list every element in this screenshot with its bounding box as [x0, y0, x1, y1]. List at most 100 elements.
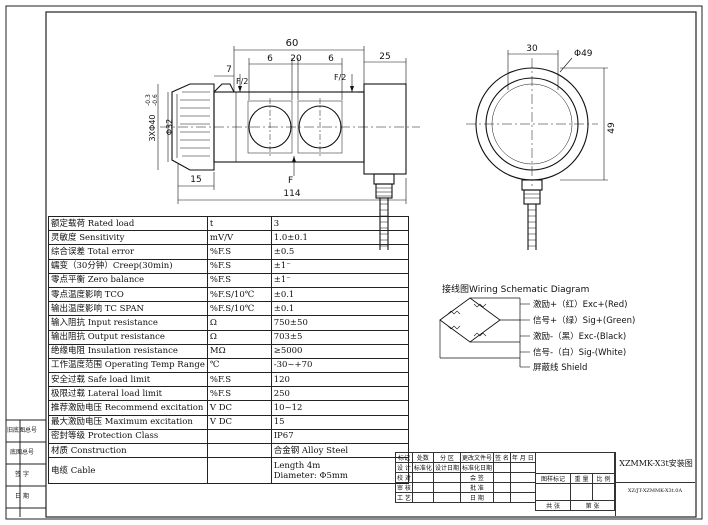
dim-6b: 6 — [328, 54, 334, 64]
spec-cable-length: Length 4m — [273, 460, 321, 471]
side-label-date: 日 期 — [15, 493, 29, 500]
spec-name: 绝缘电阻 Insulation resistance — [48, 343, 208, 359]
spec-name: 极限过载 Lateral load limit — [48, 386, 208, 402]
dim-tol-lower: -0.6 — [152, 94, 159, 106]
spec-name: 零点平衡 Zero balance — [48, 272, 208, 288]
title-block: 标记 处数 分 区 更改文件号 签 名 年 月 日 设 计 标准化 设计日期 标… — [395, 452, 695, 516]
spec-unit: V DC — [206, 414, 272, 430]
spec-value: 703±5 — [270, 329, 410, 345]
dim-dia49: Φ49 — [574, 49, 593, 59]
dim-dia40: 3XΦ40 — [148, 114, 157, 141]
spec-name: 材质 Construction — [48, 442, 208, 459]
spec-unit: V DC — [206, 400, 272, 416]
dim-7: 7 — [226, 65, 232, 75]
tb-design-date: 设计日期 — [432, 462, 461, 473]
spec-row: 工作温度范围 Operating Temp Range℃-30~+70 — [48, 357, 410, 374]
spec-unit: %F.S — [206, 244, 272, 260]
spec-row: 输出温度影响 TC SPAN%F.S/10℃±0.1 — [48, 301, 410, 317]
dim-49: 49 — [607, 122, 617, 134]
spec-unit: %F.S/10℃ — [206, 301, 272, 317]
spec-value: 250 — [270, 386, 410, 402]
spec-cable-diameter: Diameter: Φ5mm — [273, 470, 348, 481]
spec-name: 密封等级 Protection Class — [48, 428, 208, 445]
spec-value: ±1⁻ — [270, 258, 410, 274]
spec-row: 蠕变（30分钟）Creep(30min)%F.S±1⁻ — [48, 258, 410, 274]
spec-unit: Ω — [206, 329, 272, 345]
force-f2-left: F/2 — [236, 77, 248, 86]
tb-approve: 批 准 — [459, 482, 494, 493]
tb-change-doc: 更改文件号 — [459, 452, 494, 463]
spec-name: 最大激励电压 Maximum excitation — [48, 414, 208, 430]
wire-sig-plus: 信号+（绿）Sig+(Green) — [533, 315, 635, 326]
spec-value: -30~+70 — [270, 357, 410, 374]
spec-unit: %F.S/10℃ — [206, 286, 272, 303]
tb-review: 审 核 — [395, 482, 413, 493]
force-f2-right: F/2 — [334, 73, 346, 82]
front-view-drawing: 60 7 6 20 6 25 F/2 F/2 F 15 114 30 Φ49 4… — [145, 38, 617, 250]
wiring-schematic: 接线图Wiring Schematic Diagram 激励+（红）Exc+(R… — [439, 283, 635, 373]
dim-dia32: Φ32 — [165, 119, 174, 135]
spec-row: 密封等级 Protection Class IP67 — [48, 428, 410, 445]
spec-name: 工作温度范围 Operating Temp Range — [48, 357, 208, 374]
spec-cable-unit — [206, 457, 272, 485]
spec-row: 零点温度影响 TCO%F.S/10℃±0.1 — [48, 286, 410, 303]
spec-name: 蠕变（30分钟）Creep(30min) — [48, 258, 208, 274]
tb-zone: 分 区 — [432, 452, 461, 463]
side-label-drawing-no: 底图总号 — [9, 449, 34, 456]
wire-exc-minus: 激励-（黑）Exc-(Black) — [533, 331, 626, 342]
drawing-code: XZ/JT-XZMMK-X3t.0A — [627, 488, 683, 494]
dim-30: 30 — [526, 44, 538, 54]
side-label-old-drawing-no: 旧底图总号 — [6, 427, 37, 434]
spec-unit: %F.S — [206, 272, 272, 288]
tb-sign: 签 名 — [492, 452, 511, 463]
side-view-drawing — [466, 50, 608, 250]
dim-60: 60 — [286, 38, 299, 49]
spec-name: 零点温度影响 TCO — [48, 286, 208, 303]
spec-value: 合金钢 Alloy Steel — [270, 442, 410, 459]
spec-row: 材质 Construction 合金钢 Alloy Steel — [48, 442, 410, 459]
spec-unit: %F.S — [206, 386, 272, 402]
tb-standard: 标准化 — [411, 462, 434, 473]
dim-6a: 6 — [267, 54, 273, 64]
spec-value: 3 — [270, 215, 410, 232]
spec-name: 灵敏度 Sensitivity — [48, 230, 208, 246]
tb-count: 处数 — [411, 452, 434, 463]
spec-unit — [206, 428, 272, 445]
spec-name: 输出阻抗 Output resistance — [48, 329, 208, 345]
spec-row: 综合误差 Total error%F.S±0.5 — [48, 244, 410, 260]
dim-20: 20 — [290, 54, 302, 64]
revision-table: 标记 处数 分 区 更改文件号 签 名 年 月 日 设 计 标准化 设计日期 标… — [395, 452, 536, 503]
spec-unit: Ω — [206, 315, 272, 331]
tb-process: 工 艺 — [395, 492, 413, 503]
dim-15: 15 — [190, 175, 201, 185]
tb-sheet-no: 第 张 — [570, 500, 615, 511]
tb-total-sheets: 共 张 — [534, 500, 572, 511]
wiring-title: 接线图Wiring Schematic Diagram — [442, 283, 589, 295]
spec-value: 120 — [270, 372, 410, 388]
force-f: F — [288, 176, 293, 186]
spec-unit: ℃ — [206, 357, 272, 374]
spec-cable-name: 电缆 Cable — [48, 457, 208, 485]
spec-name: 综合误差 Total error — [48, 244, 208, 260]
spec-value: ±0.1 — [270, 286, 410, 303]
tb-drawing-mark: 图样标记 — [534, 473, 572, 484]
spec-unit: %F.S — [206, 258, 272, 274]
spec-name: 安全过载 Safe load limit — [48, 372, 208, 388]
spec-value: IP67 — [270, 428, 410, 445]
spec-row: 零点平衡 Zero balance%F.S±1⁻ — [48, 272, 410, 288]
wire-exc-plus: 激励+（红）Exc+(Red) — [533, 299, 627, 310]
spec-value: ±0.5 — [270, 244, 410, 260]
